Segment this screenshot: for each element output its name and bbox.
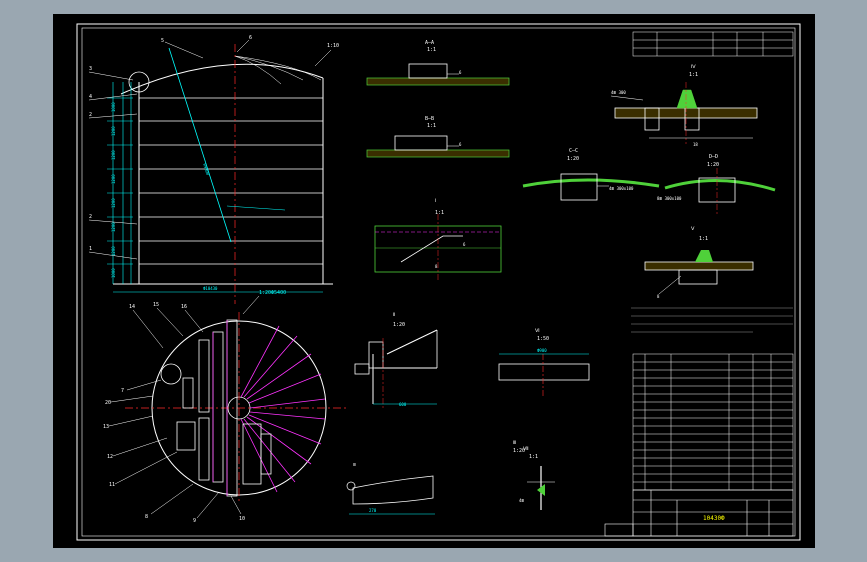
svg-text:8: 8 xyxy=(657,294,660,299)
svg-text:7: 7 xyxy=(121,388,124,394)
section-cc-title: C—C xyxy=(569,148,578,154)
svg-text:Ф900: Ф900 xyxy=(537,348,547,353)
svg-text:4Ⅲ 300x100: 4Ⅲ 300x100 xyxy=(609,186,634,191)
section-dd-scale: 1:20 xyxy=(707,162,719,168)
section-aa-scale: 1:1 xyxy=(427,47,436,53)
detail-6-title: Ⅵ xyxy=(535,328,540,334)
detail-6: Ⅵ 1:50 Ф900 xyxy=(498,328,590,398)
revision-table xyxy=(632,31,794,57)
detail-5: Ⅴ 1:1 8 xyxy=(644,226,754,299)
detail-7-title: Ⅶ xyxy=(523,446,529,452)
detail-5-title: Ⅴ xyxy=(691,226,695,232)
detail-4-title: Ⅳ xyxy=(691,64,696,70)
drawing-sheet: 1000 1200 1200 1200 1200 1200 1200 1000 … xyxy=(53,14,815,548)
svg-text:6: 6 xyxy=(463,242,466,247)
svg-text:16: 16 xyxy=(181,304,187,310)
leader-lines xyxy=(88,39,332,260)
section-cc-scale: 1:20 xyxy=(567,156,579,162)
svg-text:12: 12 xyxy=(107,454,113,460)
svg-text:5: 5 xyxy=(161,38,164,44)
section-bb-title: B—B xyxy=(425,116,434,122)
section-dd-title: D—D xyxy=(709,154,718,160)
roof-arc xyxy=(120,63,324,95)
detail-1-scale: 1:1 xyxy=(435,210,444,216)
detail-7: Ⅶ 1:1 4Ⅲ xyxy=(519,446,555,510)
title-block xyxy=(604,489,794,537)
svg-text:1:20Ф5400: 1:20Ф5400 xyxy=(259,290,286,296)
svg-text:R9800: R9800 xyxy=(202,163,211,177)
detail-4: Ⅳ 1:1 4Ⅲ 300 18 xyxy=(610,64,758,147)
detail-6-scale: 1:50 xyxy=(537,336,549,342)
svg-text:9: 9 xyxy=(193,518,196,524)
svg-text:15: 15 xyxy=(153,302,159,308)
diagonal-dimension xyxy=(168,47,232,243)
section-bb-scale: 1:1 xyxy=(427,123,436,129)
svg-text:6: 6 xyxy=(459,70,462,75)
detail-3: Ⅲ 1:20 270 Ⅲ xyxy=(346,440,525,515)
height-dimensions xyxy=(107,82,323,293)
detail-2-scale: 1:20 xyxy=(393,322,405,328)
shell-courses xyxy=(139,97,323,265)
cad-drawing: 1000 1200 1200 1200 1200 1200 1200 1000 … xyxy=(76,23,801,541)
title-block-name: 10430Ф xyxy=(703,515,725,522)
detail-3-title: Ⅲ xyxy=(513,440,516,446)
tank-plan-view: 14 15 16 7 20 13 12 11 8 9 10 1:20Ф5400 xyxy=(103,290,349,524)
inner-frame xyxy=(81,27,796,537)
svg-text:3: 3 xyxy=(89,66,92,72)
outer-frame xyxy=(76,23,801,541)
detail-2: Ⅱ 1:20 600 xyxy=(354,312,438,410)
svg-text:Ⅲ: Ⅲ xyxy=(353,462,356,467)
svg-text:6: 6 xyxy=(249,35,252,41)
section-bb: B—B 1:1 6 xyxy=(366,116,510,158)
section-dd: D—D 1:20 8Ⅲ 300x100 xyxy=(657,154,776,214)
section-aa-title: A—A xyxy=(425,40,434,46)
svg-text:18: 18 xyxy=(693,142,698,147)
tank-elevation: 1000 1200 1200 1200 1200 1200 1200 1000 … xyxy=(88,35,339,304)
svg-text:600: 600 xyxy=(399,402,407,407)
plan-leaders xyxy=(108,295,260,519)
detail-1: Ⅰ 1:1 6 8 xyxy=(374,198,502,280)
svg-text:1200: 1200 xyxy=(111,222,116,232)
svg-text:Ф10430: Ф10430 xyxy=(203,286,218,291)
svg-text:1:10: 1:10 xyxy=(327,43,339,49)
detail-1-title: Ⅰ xyxy=(435,198,436,204)
detail-2-title: Ⅱ xyxy=(393,312,395,318)
svg-text:1200: 1200 xyxy=(111,198,116,208)
detail-3-scale: 1:20 xyxy=(513,448,525,454)
svg-text:4Ⅲ: 4Ⅲ xyxy=(519,498,524,503)
svg-text:4Ⅲ 300: 4Ⅲ 300 xyxy=(611,90,626,95)
svg-text:1200: 1200 xyxy=(111,126,116,136)
svg-text:6: 6 xyxy=(459,142,462,147)
detail-callout-circle xyxy=(128,71,150,93)
technical-notes xyxy=(631,307,793,333)
svg-text:14: 14 xyxy=(129,304,135,310)
parts-list xyxy=(632,353,794,491)
svg-text:20: 20 xyxy=(105,400,111,406)
section-aa: A—A 1:1 6 xyxy=(366,40,510,86)
svg-text:1000: 1000 xyxy=(111,268,116,278)
svg-text:1200: 1200 xyxy=(111,150,116,160)
svg-text:4: 4 xyxy=(89,94,92,100)
svg-text:10: 10 xyxy=(239,516,245,522)
svg-text:8: 8 xyxy=(145,514,148,520)
detail-7-scale: 1:1 xyxy=(529,454,538,460)
svg-text:2: 2 xyxy=(89,112,92,118)
svg-text:1200: 1200 xyxy=(111,246,116,256)
svg-text:270: 270 xyxy=(369,508,377,513)
detail-5-scale: 1:1 xyxy=(699,236,708,242)
svg-text:8Ⅲ 300x100: 8Ⅲ 300x100 xyxy=(657,196,682,201)
roof-rafters xyxy=(240,325,326,493)
svg-text:1000: 1000 xyxy=(111,102,116,112)
svg-text:8: 8 xyxy=(435,264,438,269)
section-cc: C—C 1:20 4Ⅲ 300x100 xyxy=(522,148,660,201)
svg-text:1: 1 xyxy=(89,246,92,252)
svg-text:13: 13 xyxy=(103,424,109,430)
detail-4-scale: 1:1 xyxy=(689,72,698,78)
svg-text:11: 11 xyxy=(109,482,115,488)
svg-text:1200: 1200 xyxy=(111,174,116,184)
svg-text:2: 2 xyxy=(89,214,92,220)
